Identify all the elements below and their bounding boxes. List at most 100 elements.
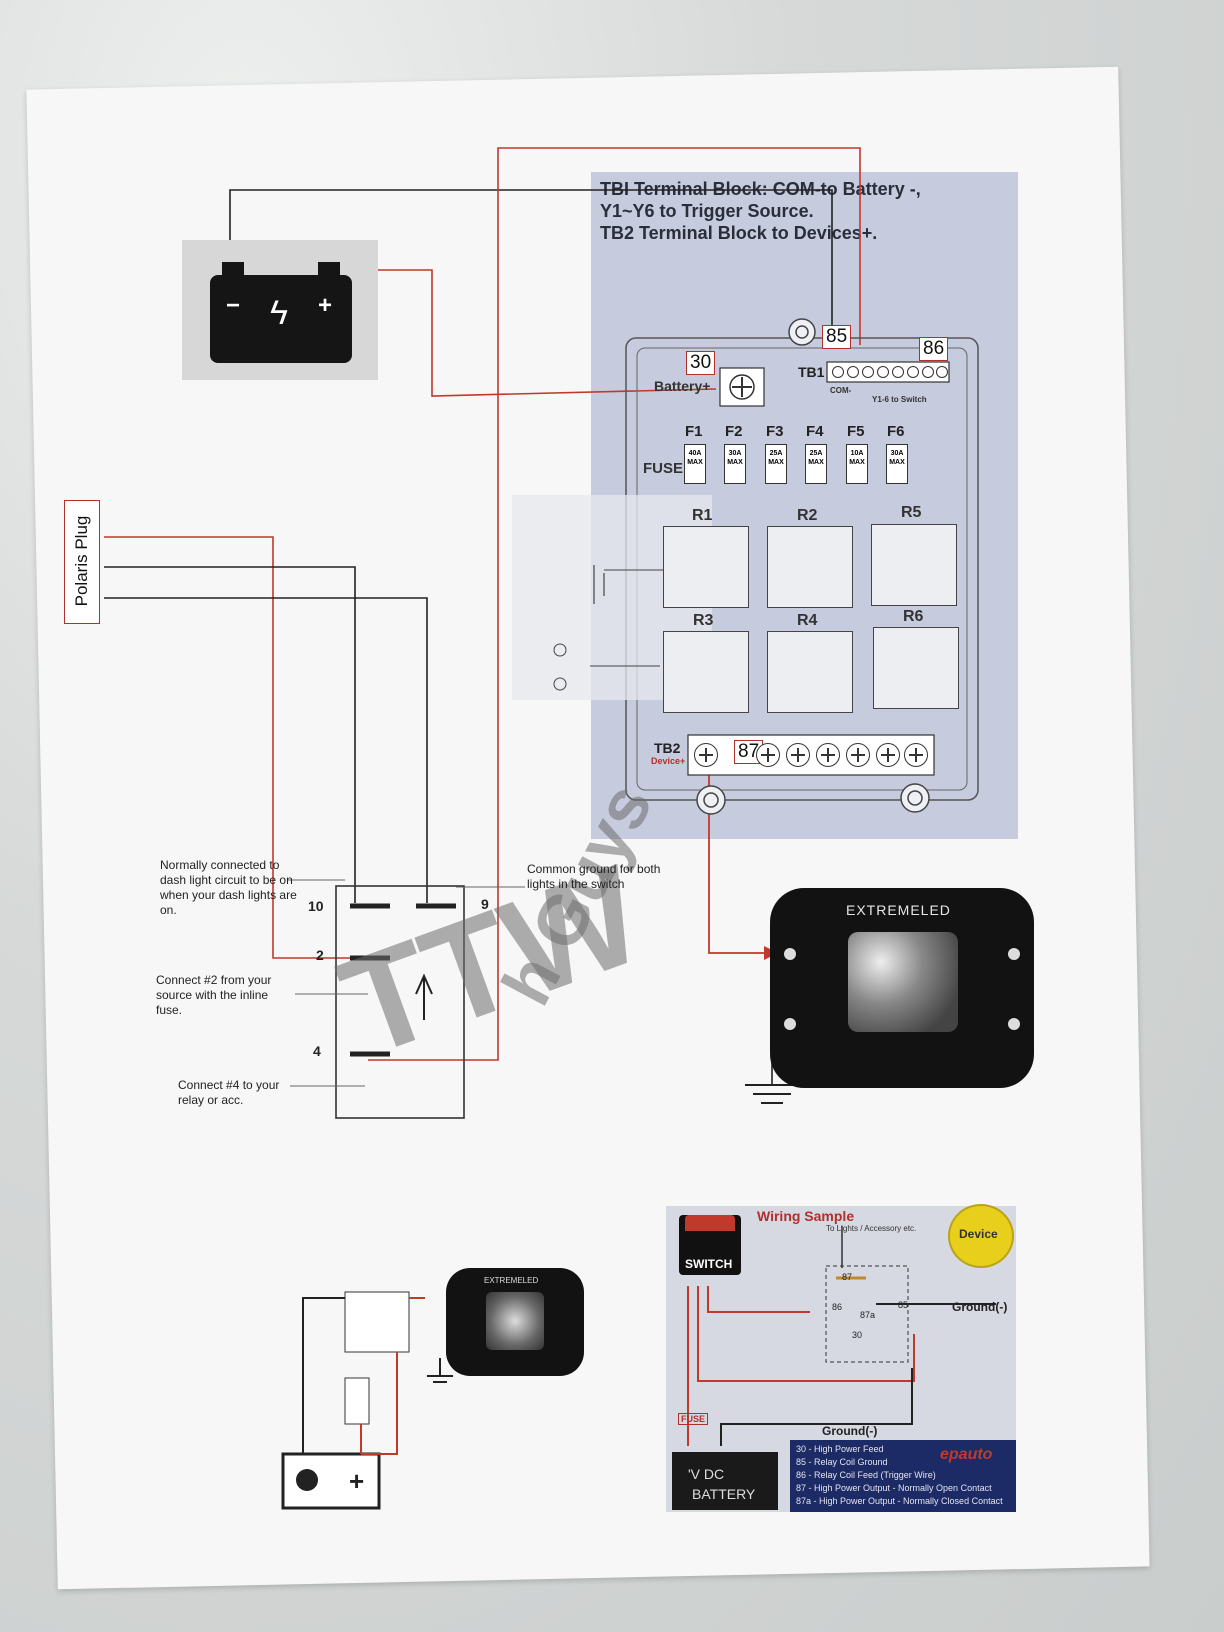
terminal-block-title: TBI Terminal Block: COM-to Battery -, Y1… bbox=[600, 178, 921, 244]
fuse-f1: 40A MAX bbox=[684, 444, 706, 484]
label-30: 30 bbox=[686, 351, 716, 375]
polaris-plug: Polaris Plug bbox=[64, 500, 100, 624]
ws-battery-label: BATTERY bbox=[692, 1486, 756, 1502]
tb2-terminal-4 bbox=[786, 743, 810, 767]
label-86: 86 bbox=[919, 337, 949, 361]
note-pin-2: Connect #2 from your source with the inl… bbox=[156, 973, 272, 1017]
led-bolt-icon bbox=[1008, 948, 1020, 960]
red-wire-battery-to-30 bbox=[340, 269, 717, 397]
tb2-terminal-1 bbox=[694, 743, 718, 767]
switch-pin-4: 4 bbox=[313, 1043, 321, 1059]
label-85: 85 bbox=[822, 325, 852, 349]
led-lens bbox=[848, 932, 958, 1032]
relay-r2 bbox=[767, 526, 853, 608]
pin-87-label: 87 bbox=[842, 1272, 853, 1282]
pin-87a-label: 87a bbox=[860, 1310, 876, 1320]
ws-battery: 'V DC BATTERY bbox=[672, 1452, 778, 1510]
mount-hole-bottom-left bbox=[696, 785, 726, 815]
fuse-f1-name: F1 bbox=[685, 423, 703, 440]
mount-hole-bottom-right bbox=[900, 783, 930, 813]
lightning-icon: ϟ bbox=[270, 294, 288, 332]
relay-r1-label: R1 bbox=[692, 507, 713, 524]
tb2-terminal-5 bbox=[816, 743, 840, 767]
tb1-switch-label: Y1-6 to Switch bbox=[872, 395, 927, 404]
tb2-label: TB2 bbox=[654, 740, 681, 756]
title-line-2: Y1~Y6 to Trigger Source. bbox=[600, 201, 814, 221]
led-small-lens bbox=[486, 1292, 544, 1350]
legend-85: 85 - Relay Coil Ground bbox=[796, 1457, 888, 1467]
relay-r4-label: R4 bbox=[797, 612, 818, 629]
red-wire-polaris-pin2 bbox=[104, 536, 368, 959]
relay-r5 bbox=[871, 524, 957, 606]
red-wire-87-to-light bbox=[708, 752, 764, 954]
fuse-f5-name: F5 bbox=[847, 423, 865, 440]
device-circle: Device bbox=[948, 1204, 1014, 1268]
rocker-switch-light bbox=[685, 1215, 735, 1231]
led-brand-label: EXTREMELED bbox=[846, 902, 951, 918]
fuse-f3: 25A MAX bbox=[765, 444, 787, 484]
ws-fuse-label: FUSE bbox=[678, 1413, 709, 1425]
battery-minus-icon: − bbox=[226, 292, 241, 319]
battery-icon bbox=[210, 275, 352, 363]
fuse-f2-name: F2 bbox=[725, 423, 743, 440]
title-line-1: TBI Terminal Block: COM-to Battery -, bbox=[600, 179, 921, 199]
small-wiring-diagram: + bbox=[281, 1291, 453, 1510]
relay-r3 bbox=[663, 631, 749, 713]
note-pin-10: Normally connected to dash light circuit… bbox=[160, 858, 297, 917]
wiring-sample-title: Wiring Sample bbox=[757, 1208, 855, 1224]
fuse-f4: 25A MAX bbox=[805, 444, 827, 484]
relay-r1 bbox=[663, 526, 749, 608]
tb1-label: TB1 bbox=[798, 364, 825, 380]
polaris-plug-label: Polaris Plug bbox=[72, 515, 91, 607]
mount-hole-top bbox=[788, 318, 816, 346]
relay-r3-label: R3 bbox=[693, 612, 714, 629]
led-bolt-icon bbox=[784, 1018, 796, 1030]
device-label: Device bbox=[959, 1227, 998, 1241]
ground-bottom-label: Ground(-) bbox=[822, 1424, 878, 1438]
tb2-terminal-3 bbox=[756, 743, 780, 767]
fuse-f6-name: F6 bbox=[887, 423, 905, 440]
led-bolt-icon bbox=[1008, 1018, 1020, 1030]
svg-text:+: + bbox=[349, 1466, 364, 1496]
relay-r2-label: R2 bbox=[797, 507, 818, 524]
relay-r4 bbox=[767, 631, 853, 713]
title-line-3: TB2 Terminal Block to Devices+. bbox=[600, 223, 878, 243]
black-wire-polaris-pin9 bbox=[104, 597, 428, 903]
fuse-f4-name: F4 bbox=[806, 423, 824, 440]
note-pin-4: Connect #4 to your relay or acc. bbox=[178, 1078, 280, 1107]
fuse-f5: 10A MAX bbox=[846, 444, 868, 484]
fuse-label: FUSE bbox=[643, 460, 684, 477]
led-bolt-icon bbox=[784, 948, 796, 960]
relay-r6 bbox=[873, 627, 959, 709]
note-common-ground: Common ground for both lights in the swi… bbox=[527, 862, 661, 891]
switch-label: SWITCH bbox=[685, 1257, 733, 1271]
tb1-com-label: COM- bbox=[830, 386, 852, 395]
legend-30: 30 - High Power Feed bbox=[796, 1444, 884, 1454]
switch-outline bbox=[335, 885, 465, 1119]
pin-30-label: 30 bbox=[852, 1330, 863, 1340]
switch-pin-10: 10 bbox=[308, 898, 324, 914]
battery-plus-icon: + bbox=[318, 292, 333, 319]
to-lights-label: To Lights / Accessory etc. bbox=[826, 1224, 917, 1233]
battery-terminal-pos bbox=[318, 262, 340, 276]
tb2-terminal-7 bbox=[876, 743, 900, 767]
wiring-sample-lines bbox=[687, 1226, 996, 1446]
rocker-switch: SWITCH bbox=[679, 1215, 741, 1275]
black-wire-polaris-pin10 bbox=[104, 566, 356, 903]
ws-legend bbox=[790, 1440, 1016, 1512]
tb2-device-label: Device+ bbox=[651, 756, 686, 766]
relay-r6-label: R6 bbox=[903, 608, 924, 625]
tb2-terminal-8 bbox=[904, 743, 928, 767]
pin-86-label: 86 bbox=[832, 1302, 843, 1312]
fuse-f3-name: F3 bbox=[766, 423, 784, 440]
epauto-logo: epauto bbox=[940, 1446, 993, 1463]
black-wire-battery-com bbox=[229, 189, 833, 340]
ground-right-label: Ground(-) bbox=[952, 1300, 1008, 1314]
red-wire-switch-to-86 bbox=[368, 147, 861, 1061]
legend-87a: 87a - High Power Output - Normally Close… bbox=[796, 1496, 1003, 1506]
fuse-f2: 30A MAX bbox=[724, 444, 746, 484]
relay-r5-label: R5 bbox=[901, 504, 922, 521]
led-small-brand: EXTREMELED bbox=[484, 1276, 539, 1285]
tb2-terminal-6 bbox=[846, 743, 870, 767]
legend-87: 87 - High Power Output - Normally Open C… bbox=[796, 1483, 992, 1493]
